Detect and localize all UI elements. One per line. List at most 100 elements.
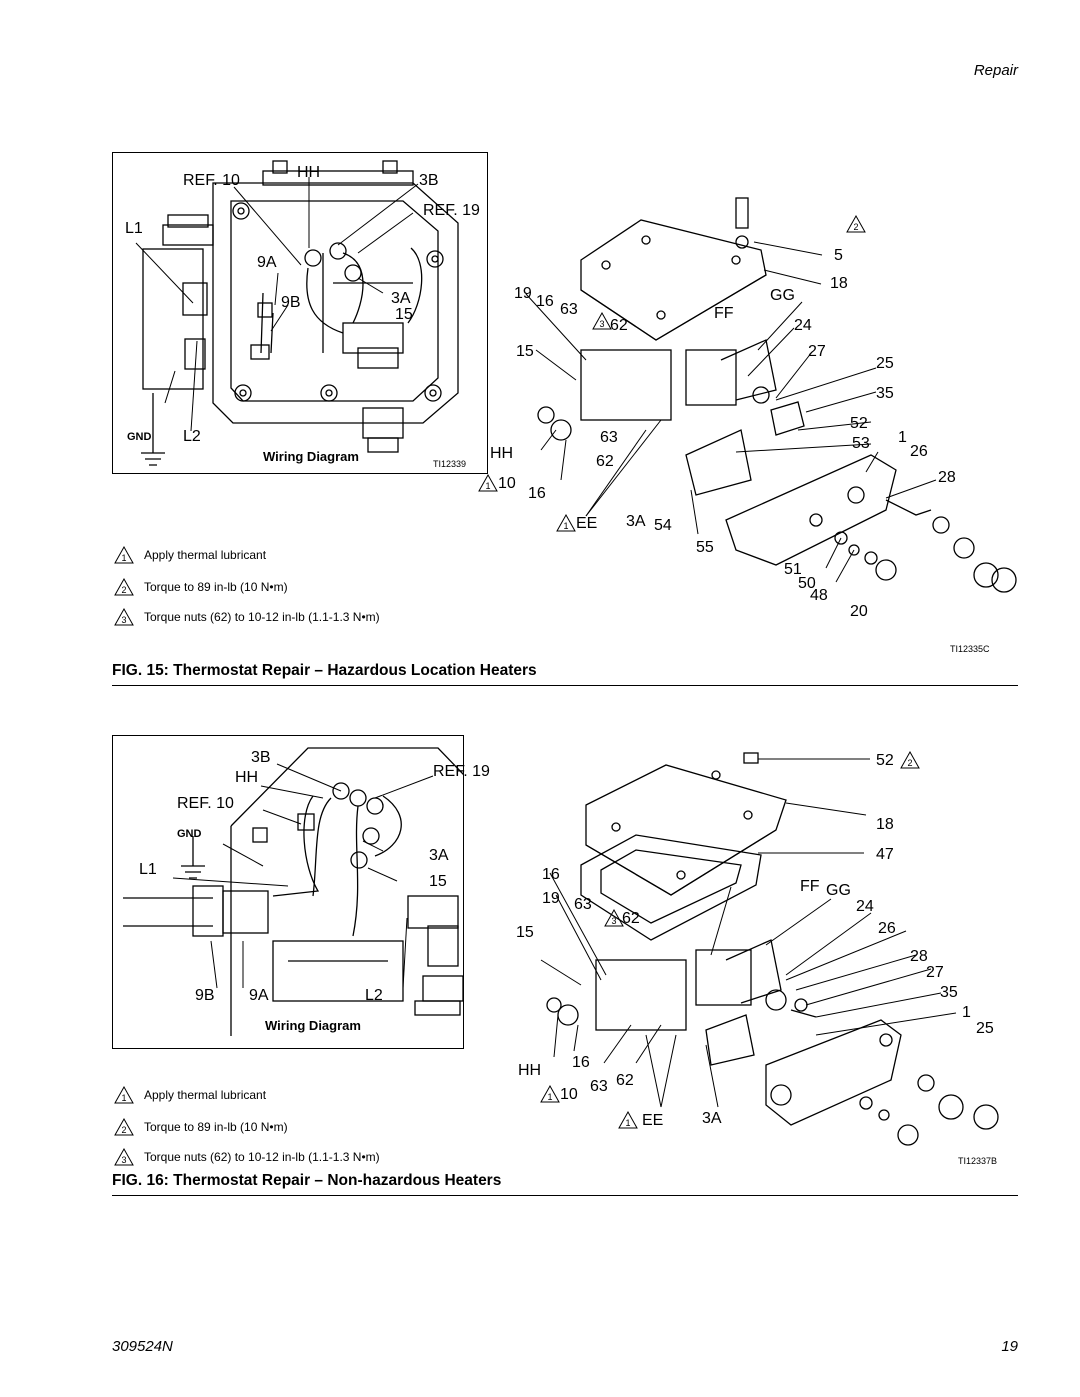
torque-triangle-icon: 2 — [846, 215, 866, 233]
fig16-callout-gg: GG — [826, 882, 851, 899]
torque-triangle-icon: 3 — [604, 909, 624, 927]
torque-triangle-icon: 2 — [900, 751, 920, 769]
svg-text:2: 2 — [121, 585, 126, 595]
fig15-callout-20: 20 — [850, 603, 868, 620]
fig15-note-2-text: Torque to 89 in-lb (10 N•m) — [144, 580, 288, 594]
fig16-callout-52: 52 — [876, 752, 894, 769]
fig15-callout-3a: 3A — [626, 513, 646, 530]
fig16-callout-28: 28 — [910, 948, 928, 965]
fig16-callout-27: 27 — [926, 964, 944, 981]
fig16-note-2: 2 Torque to 89 in-lb (10 N•m) — [114, 1118, 288, 1136]
fig15-callout-63a: 63 — [560, 301, 578, 318]
fig16-wiring-diagram: 3B HH REF. 19 REF. 10 GND 3A L1 15 9B 9A… — [112, 735, 490, 1049]
fig16-exploded-view: 52 2 18 47 16 FF GG 19 63 24 3 62 15 26 … — [486, 745, 1026, 1165]
fig16-callout-63b: 63 — [590, 1078, 608, 1095]
fig15-exploded-view: 2 5 18 19 16 63 GG FF 3 62 24 15 27 25 3… — [478, 190, 1026, 660]
fig15-callout-53: 53 — [852, 435, 870, 452]
fig16-callout-hh: HH — [518, 1062, 542, 1079]
warning-triangle-icon: 2 — [114, 1118, 134, 1136]
fig16-label-3b: 3B — [251, 749, 271, 766]
fig15-callout-ee: EE — [576, 515, 598, 532]
torque-triangle-icon: 3 — [592, 312, 612, 330]
fig15-label-9a: 9A — [257, 254, 277, 271]
fig15-callout-27: 27 — [808, 343, 826, 360]
fig15-label-ref19: REF. 19 — [423, 202, 480, 219]
fig16-label-3a: 3A — [429, 847, 449, 864]
fig15-caption-title: Thermostat Repair – Hazardous Location H… — [173, 662, 537, 679]
fig16-callout-63a: 63 — [574, 896, 592, 913]
fig16-callout-26: 26 — [878, 920, 896, 937]
fig15-note-3-text: Torque nuts (62) to 10-12 in-lb (1.1-1.3… — [144, 610, 380, 624]
fig16-label-l2: L2 — [365, 987, 383, 1004]
fig15-callout-62a: 62 — [610, 317, 628, 334]
warning-triangle-icon: 1 — [114, 546, 134, 564]
fig15-callout-24: 24 — [794, 317, 812, 334]
fig16-callout-35: 35 — [940, 984, 958, 1001]
fig15-wiring-drawing — [135, 160, 459, 466]
fig15-label-15: 15 — [395, 306, 413, 323]
fig15-wiring-diagram: REF. 10 HH 3B REF. 19 L1 9A 9B 3A 15 L2 … — [112, 152, 488, 474]
warning-triangle-icon: 3 — [114, 608, 134, 626]
lubricant-triangle-icon: 1 — [556, 514, 576, 532]
fig15-callout-54: 54 — [654, 517, 672, 534]
lubricant-triangle-icon: 1 — [478, 474, 498, 492]
fig16-note-3: 3 Torque nuts (62) to 10-12 in-lb (1.1-1… — [114, 1148, 380, 1166]
fig15-callout-26: 26 — [910, 443, 928, 460]
fig16-note-2-text: Torque to 89 in-lb (10 N•m) — [144, 1120, 288, 1134]
fig16-label-gnd: GND — [177, 828, 202, 840]
fig16-callout-16a: 16 — [542, 866, 560, 883]
fig16-callout-19: 19 — [542, 890, 560, 907]
fig15-callout-1a: 1 — [898, 429, 907, 446]
fig15-callout-18: 18 — [830, 275, 848, 292]
fig15-callout-5: 5 — [834, 247, 843, 264]
fig16-callout-ee: EE — [642, 1112, 664, 1129]
fig15-callout-10: 10 — [498, 475, 516, 492]
fig16-callout-62a: 62 — [622, 910, 640, 927]
fig16-callout-25: 25 — [976, 1020, 994, 1037]
fig15-callout-63b: 63 — [600, 429, 618, 446]
svg-text:1: 1 — [121, 1093, 126, 1103]
fig15-caption: FIG. 15: Thermostat Repair – Hazardous L… — [112, 662, 537, 680]
fig15-note-3: 3 Torque nuts (62) to 10-12 in-lb (1.1-1… — [114, 608, 380, 626]
fig15-callout-16b: 16 — [528, 485, 546, 502]
fig16-callout-10: 10 — [560, 1086, 578, 1103]
lubricant-triangle-icon: 1 — [618, 1111, 638, 1129]
fig16-label-hh: HH — [235, 769, 259, 786]
svg-text:2: 2 — [907, 758, 912, 768]
fig15-callout-52: 52 — [850, 415, 868, 432]
fig16-note-3-text: Torque nuts (62) to 10-12 in-lb (1.1-1.3… — [144, 1150, 380, 1164]
fig15-callout-16a: 16 — [536, 293, 554, 310]
fig15-callout-55: 55 — [696, 539, 714, 556]
warning-triangle-icon: 3 — [114, 1148, 134, 1166]
fig16-callout-ff: FF — [800, 878, 820, 895]
fig16-exploded-drawing — [540, 752, 999, 1146]
fig15-note-1: 1 Apply thermal lubricant — [114, 546, 266, 564]
fig15-note-1-text: Apply thermal lubricant — [144, 548, 267, 562]
svg-text:3: 3 — [121, 1155, 126, 1165]
fig15-callout-62b: 62 — [596, 453, 614, 470]
svg-text:2: 2 — [121, 1125, 126, 1135]
fig16-callout-3a: 3A — [702, 1110, 722, 1127]
fig16-caption-title: Thermostat Repair – Non-hazardous Heater… — [173, 1172, 502, 1189]
fig16-wiring-title: Wiring Diagram — [265, 1018, 361, 1033]
svg-text:1: 1 — [625, 1118, 630, 1128]
fig16-label-l1: L1 — [139, 861, 157, 878]
warning-triangle-icon: 2 — [114, 578, 134, 596]
svg-text:1: 1 — [485, 481, 490, 491]
fig15-callout-ff: FF — [714, 305, 734, 322]
fig15-callout-19: 19 — [514, 285, 532, 302]
fig15-note-2: 2 Torque to 89 in-lb (10 N•m) — [114, 578, 288, 596]
svg-text:3: 3 — [611, 916, 616, 926]
fig16-label-9a: 9A — [249, 987, 269, 1004]
svg-text:1: 1 — [563, 521, 568, 531]
fig15-label-3a: 3A — [391, 290, 411, 307]
fig16-note-1: 1 Apply thermal lubricant — [114, 1086, 266, 1104]
fig15-label-ref10: REF. 10 — [183, 172, 240, 189]
fig15-label-hh: HH — [297, 164, 321, 181]
fig16-caption: FIG. 16: Thermostat Repair – Non-hazardo… — [112, 1172, 501, 1190]
fig15-callout-51: 51 — [784, 561, 802, 578]
fig15-wiring-title: Wiring Diagram — [263, 449, 359, 464]
fig15-callout-35: 35 — [876, 385, 894, 402]
fig16-callout-16b: 16 — [572, 1054, 590, 1071]
section-header: Repair — [973, 62, 1018, 79]
